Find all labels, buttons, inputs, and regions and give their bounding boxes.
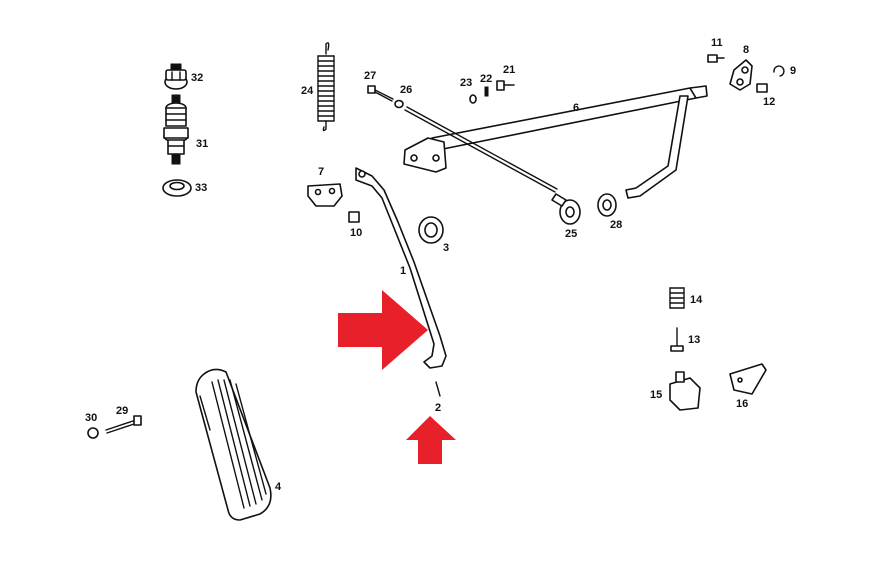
callout-14: 14 <box>690 294 703 306</box>
part-33-ring[interactable] <box>162 179 192 197</box>
part-11-bolt[interactable] <box>707 54 725 63</box>
callout-23: 23 <box>460 77 472 89</box>
callout-29: 29 <box>116 405 128 417</box>
part-30-nut[interactable] <box>87 427 99 439</box>
part-10-nut[interactable] <box>348 211 360 223</box>
part-2-pin[interactable] <box>435 381 441 397</box>
callout-28: 28 <box>610 219 622 231</box>
part-28-bushing[interactable] <box>597 193 617 217</box>
part-29-bolt[interactable] <box>105 415 142 434</box>
part-24-spring[interactable] <box>317 42 335 132</box>
callout-25: 25 <box>565 228 577 240</box>
callout-12: 12 <box>763 96 775 108</box>
part-26-nut[interactable] <box>394 99 404 109</box>
callout-2: 2 <box>435 402 441 414</box>
part-27-bolt[interactable] <box>367 85 394 102</box>
part-21-screw[interactable] <box>496 80 515 91</box>
part-32-cap[interactable] <box>164 63 188 90</box>
part-8-lever[interactable] <box>729 59 753 91</box>
callout-26: 26 <box>400 84 412 96</box>
callout-15: 15 <box>650 389 662 401</box>
part-7-bracket[interactable] <box>307 183 343 207</box>
part-4-pedal[interactable] <box>195 368 272 521</box>
part-1-pedal-rod[interactable] <box>355 167 447 369</box>
part-9-clip[interactable] <box>773 65 785 77</box>
callout-16: 16 <box>736 398 748 410</box>
part-22-pin[interactable] <box>484 86 489 97</box>
part-14-spring[interactable] <box>669 287 685 309</box>
part-16-bracket[interactable] <box>729 363 767 395</box>
callout-30: 30 <box>85 412 97 424</box>
callout-33: 33 <box>195 182 207 194</box>
part-3-grommet[interactable] <box>418 216 444 244</box>
part-25-rod-end[interactable] <box>551 193 581 225</box>
callout-labels: 1 2 3 4 6 7 8 9 10 11 12 13 14 15 16 21 … <box>85 37 796 493</box>
callout-6: 6 <box>573 102 579 114</box>
callout-13: 13 <box>688 334 700 346</box>
part-15-block[interactable] <box>669 371 701 411</box>
callout-1: 1 <box>400 265 406 277</box>
callout-32: 32 <box>191 72 203 84</box>
highlight-arrow-right <box>338 290 428 370</box>
callout-8: 8 <box>743 44 749 56</box>
callout-27: 27 <box>364 70 376 82</box>
callout-22: 22 <box>480 73 492 85</box>
part-12-nut[interactable] <box>756 83 768 93</box>
callout-24: 24 <box>301 85 314 97</box>
callout-9: 9 <box>790 65 796 77</box>
part-13-screw[interactable] <box>670 327 684 352</box>
part-6-shaft[interactable] <box>403 85 708 199</box>
highlight-arrow-up <box>406 416 456 464</box>
callout-10: 10 <box>350 227 362 239</box>
callout-7: 7 <box>318 166 324 178</box>
part-31-switch[interactable] <box>163 94 189 165</box>
part-23-clip[interactable] <box>469 94 477 104</box>
callout-3: 3 <box>443 242 449 254</box>
callout-11: 11 <box>711 37 723 49</box>
callout-21: 21 <box>503 64 515 76</box>
callout-31: 31 <box>196 138 208 150</box>
callout-4: 4 <box>275 481 282 493</box>
